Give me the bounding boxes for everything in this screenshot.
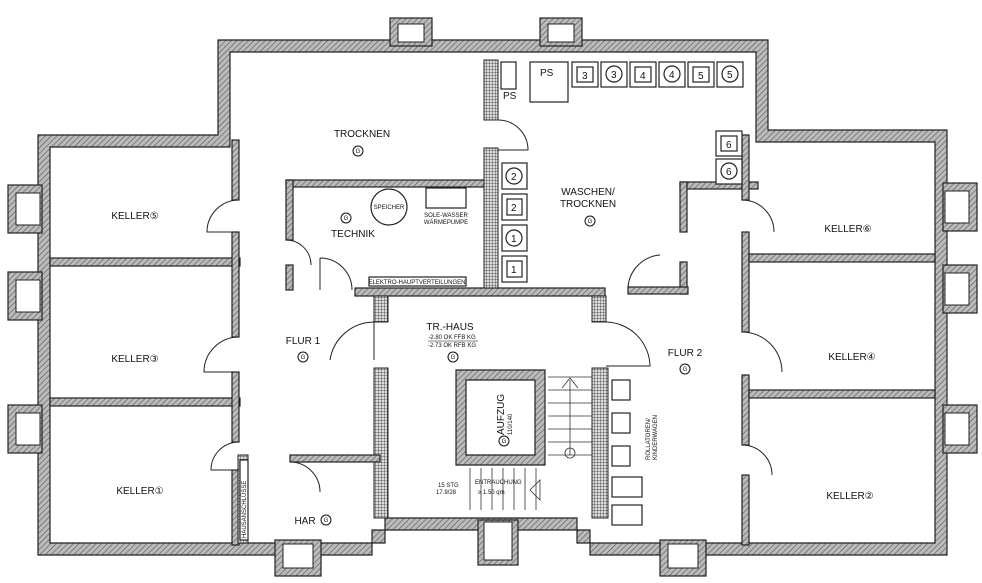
entrauchung-area: ≥ 1.50 qm [478,490,505,496]
room-treppenhaus-level2: -2.73 OK RFB KG [428,343,476,349]
room-flur1: FLUR 1 [286,336,321,347]
doors [203,119,783,493]
utility-connections [239,459,249,541]
room-trocknen-mark: G [356,149,361,155]
room-technik: TECHNIK [331,229,375,240]
speicher-label: SPEICHER [374,205,405,211]
room-keller1: KELLER① [116,486,163,497]
rollatoren-label-2: KINDERWAGEN [653,415,659,460]
room-aufzug-mark: G [502,439,507,445]
room-treppenhaus-level1: -2.80 OK FFB KG [428,335,476,341]
room-treppenhaus: TR.-HAUS [426,322,474,333]
machine: 6 [715,158,743,185]
svg-text:6: 6 [726,140,732,151]
room-aufzug: AUFZUG [496,394,507,435]
room-keller3: KELLER③ [111,354,158,365]
heat-pump [425,187,467,209]
room-keller5: KELLER⑤ [111,211,158,222]
ps-label: PS [503,91,517,102]
machine: 4 [629,61,657,88]
machine: 2 [501,162,528,190]
svg-text:6: 6 [726,167,732,178]
room-waschen-2: TROCKNEN [560,199,616,210]
svg-text:5: 5 [698,71,704,82]
svg-text:5: 5 [727,70,733,81]
room-waschen-1: WASCHEN/ [561,187,615,198]
exterior-walls [7,17,978,577]
room-treppenhaus-mark: G [451,355,456,361]
room-har: HAR [294,516,315,527]
rollatoren-label-1: ROLLATOREN/ [646,418,652,460]
machine: 6 [715,130,743,157]
ps-label-2: PS [540,68,554,79]
svg-text:4: 4 [669,70,675,81]
room-waschen-mark: G [588,219,593,225]
room-flur1-mark: G [301,355,306,361]
machine: 4 [658,61,686,88]
machine: 2 [501,193,528,221]
room-technik-mark: G [344,216,349,222]
svg-text:3: 3 [582,71,588,82]
room-trocknen: TROCKNEN [334,129,390,140]
room-keller6: KELLER⑥ [824,224,871,235]
fixtures: PS PS 3 3 4 4 5 5 6 6 2 2 1 1 SPEICHER S… [239,61,744,541]
rollator-parking [611,379,643,526]
machine: 3 [571,61,599,88]
svg-text:2: 2 [511,203,517,214]
svg-text:2: 2 [511,172,517,183]
svg-text:1: 1 [511,234,517,245]
speicher-tank [370,188,408,226]
machine: 3 [600,61,628,88]
room-har-mark: G [324,518,329,524]
entrauchung-label: ENTRAUCHUNG [475,480,522,486]
electrical-panel [368,276,467,287]
staircase [469,376,592,510]
machine: 1 [501,255,528,283]
machine: 5 [687,61,715,88]
room-keller2: KELLER② [826,491,873,502]
machine: 1 [501,224,528,252]
heat-pump-label-1: SOLE-WASSER [424,213,468,219]
room-keller4: KELLER④ [828,352,875,363]
svg-text:4: 4 [640,71,646,82]
utility-connections-label: HAUSANSCHLÜSSE [241,481,248,538]
stairs-ratio: 17.9/28 [436,490,457,496]
svg-text:3: 3 [611,70,617,81]
machine: 5 [716,61,744,88]
ps-tank-small [500,61,517,90]
svg-text:1: 1 [511,265,517,276]
electrical-panel-label: ELEKTRO-HAUPTVERTEILUNGEN [369,280,466,286]
room-labels: TROCKNEN G KELLER⑤ G TECHNIK WASCHEN/ TR… [111,129,875,527]
room-flur2: FLUR 2 [668,348,703,359]
room-aufzug-size: 110/140 [508,413,514,435]
stairs-count: 15 STG [438,483,459,489]
heat-pump-label-2: WÄRMEPUMPE [424,219,468,226]
room-flur2-mark: G [683,367,688,373]
ps-tank-large [529,61,569,103]
